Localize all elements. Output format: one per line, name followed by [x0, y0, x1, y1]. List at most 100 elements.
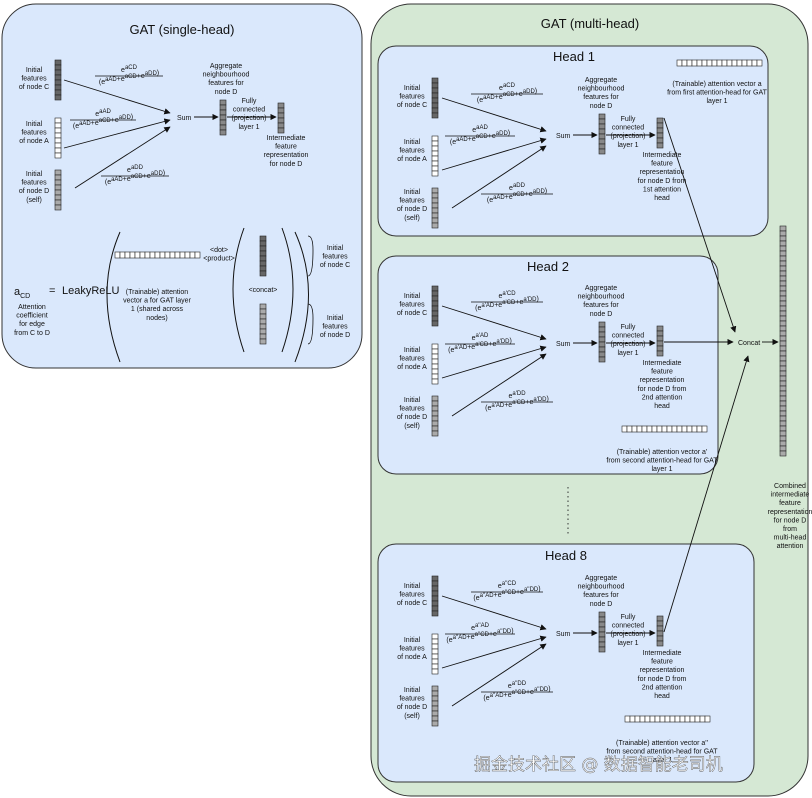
- combined-vector-cell: [779, 255, 787, 262]
- head-2-node-d-vector-cell: [431, 405, 439, 412]
- equation-node-c-vector-cell: [259, 245, 267, 252]
- head-2-intermediate-vector-cell: [656, 330, 664, 337]
- head-8-attention-vector-cell: [669, 715, 676, 723]
- head-1-intermediate-vector-cell: [656, 117, 664, 124]
- head-1-node-a-vector: [431, 135, 439, 177]
- equation-node-c-vector-cell: [259, 240, 267, 247]
- combined-vector-cell: [779, 290, 787, 297]
- head-2-attention-vector-cell: [621, 425, 628, 433]
- head-8-attention-vector-cell: [689, 715, 696, 723]
- head-8-intermediate-vector: [656, 615, 664, 647]
- head-8-node-c-vector-cell: [431, 605, 439, 612]
- single-sum-label: Sum: [177, 115, 192, 122]
- combined-vector-cell: [779, 360, 787, 367]
- head-8-node-d-vector-cell: [431, 690, 439, 697]
- combined-vector: [779, 225, 787, 457]
- right-paren: [294, 231, 309, 363]
- head-1-node-a-vector-cell: [431, 170, 439, 177]
- head-1-node-d-vector-cell: [431, 222, 439, 229]
- combined-vector-cell: [779, 280, 787, 287]
- single-arrow-d: [74, 126, 171, 189]
- head-1-panel: [377, 45, 769, 237]
- head-1-node-c-vector-cell: [431, 82, 439, 89]
- head-2-frac-dd-numerator: ea'DD: [508, 391, 526, 400]
- equation-node-c-vector: [259, 235, 267, 277]
- bracket-c: [307, 235, 314, 277]
- combined-vector-cell: [779, 405, 787, 412]
- head-8-frac-ad-numerator: ea''AD: [471, 623, 490, 632]
- head-2-sum-label: Sum: [556, 341, 571, 348]
- head-8-node-c-vector-cell: [431, 595, 439, 602]
- head-8-arrow-c: [441, 595, 547, 631]
- head-8-attention-label: (Trainable) attention vector a''from sec…: [606, 740, 718, 764]
- single-aggregate-vector-cell: [219, 124, 227, 131]
- single-attention-vector-cell: [139, 251, 146, 259]
- head-2-attention-vector-cell: [691, 425, 698, 433]
- combined-vector-cell: [779, 450, 787, 457]
- connector-arrows: [63, 79, 779, 707]
- head-2-aggregate-vector-cell: [598, 331, 606, 338]
- head-8-node-a-vector-cell: [431, 648, 439, 655]
- head-8-aggregate-vector-cell: [598, 611, 606, 618]
- head-1-aggregate-vector-cell: [598, 128, 606, 135]
- single-attention-vector-cell: [194, 251, 201, 259]
- single-aggregate-vector-cell: [219, 119, 227, 126]
- head-2-intermediate-vector-cell: [656, 335, 664, 342]
- single-node-c-vector-cell: [54, 64, 62, 71]
- single-attention-vector-cell: [174, 251, 181, 259]
- head-1-node-a-vector-cell: [431, 145, 439, 152]
- head-1-attention-vector-cell: [746, 59, 753, 67]
- combined-vector-cell: [779, 380, 787, 387]
- head-2-arrow-c: [441, 305, 547, 341]
- equation-node-d-vector-cell: [259, 333, 267, 340]
- bracket-d: [307, 303, 314, 345]
- head-2-frac-ad-numerator: ea'AD: [472, 333, 489, 342]
- head-8-node-a-vector-cell: [431, 653, 439, 660]
- left-paren: [106, 231, 121, 363]
- head-2-attention-vector-cell: [646, 425, 653, 433]
- head-8-aggregate-vector-cell: [598, 631, 606, 638]
- head-8-aggregate-vector-cell: [598, 636, 606, 643]
- head-1-attention-vector-cell: [756, 59, 763, 67]
- head-2-attention-vector-cell: [626, 425, 633, 433]
- head-8-attention-vector-cell: [664, 715, 671, 723]
- head-8-attention-vector-cell: [644, 715, 651, 723]
- equation-node-d-vector-cell: [259, 318, 267, 325]
- head-1-attention-vector: [676, 59, 763, 67]
- head-1-intermediate-vector-cell: [656, 127, 664, 134]
- equation-node-c-vector-cell: [259, 235, 267, 242]
- head-8-node-a-vector-cell: [431, 668, 439, 675]
- head-1-frac-cd-denominator: (eaAD+eaCD+eaDD): [477, 88, 537, 104]
- head-1-attention-vector-cell: [701, 59, 708, 67]
- head-2-node-d-vector-cell: [431, 400, 439, 407]
- single-frac-ad-denominator: (eaAD+eaCD+eaDD): [73, 114, 133, 130]
- combined-vector-cell: [779, 340, 787, 347]
- head-1-node-c-vector-cell: [431, 107, 439, 114]
- combined-vector-cell: [779, 440, 787, 447]
- head-8-to-concat: [663, 355, 750, 633]
- head-2-aggregate-vector-cell: [598, 326, 606, 333]
- head-8-node-d-vector-cell: [431, 695, 439, 702]
- head-8-aggregate-vector-cell: [598, 646, 606, 653]
- head-1-aggregate-vector-cell: [598, 138, 606, 145]
- head-2-node-c-vector-cell: [431, 305, 439, 312]
- head-8-intermediate-vector-cell: [656, 640, 664, 647]
- head-1-title: Head 1: [553, 49, 595, 64]
- head-8-node-c-vector-cell: [431, 600, 439, 607]
- combined-vector-cell: [779, 385, 787, 392]
- head-1-attention-vector-cell: [721, 59, 728, 67]
- head-1-aggregate-vector-cell: [598, 133, 606, 140]
- single-node-d-vector-cell: [54, 189, 62, 196]
- single-arrow-c: [63, 79, 171, 115]
- dot-product-label: <dot><product>: [203, 247, 235, 263]
- head-2-aggregate-vector-cell: [598, 351, 606, 358]
- single-aggregate-vector-cell: [219, 114, 227, 121]
- head-8-aggregate-vector: [598, 611, 606, 653]
